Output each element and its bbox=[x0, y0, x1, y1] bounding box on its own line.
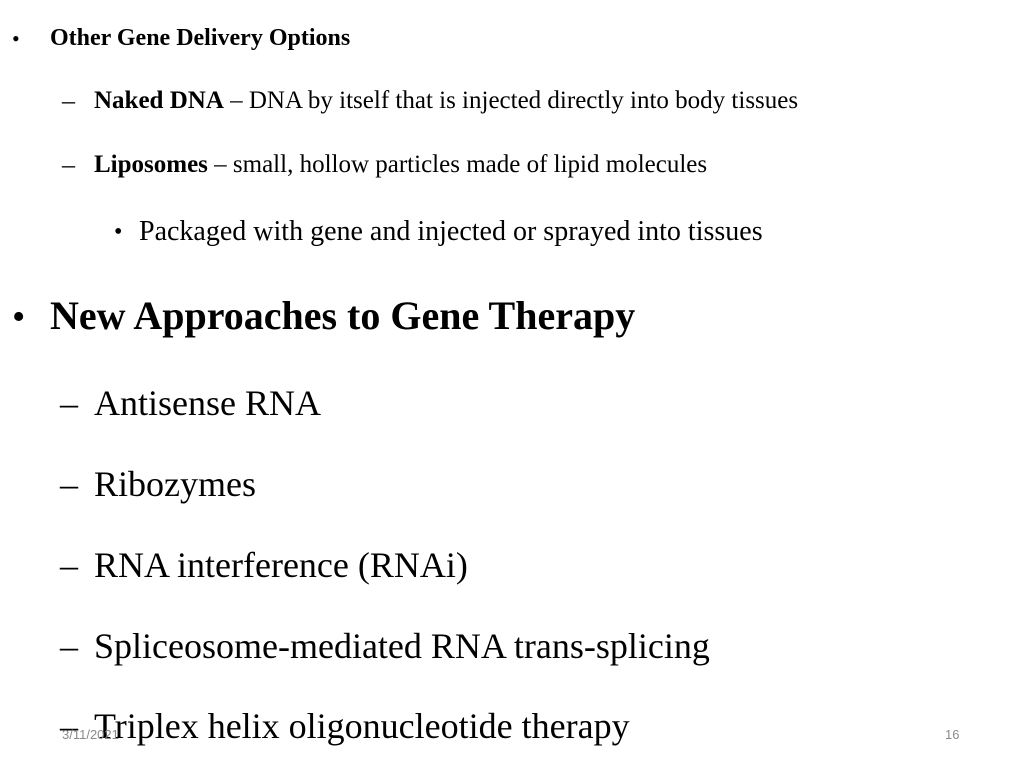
bullet-marker: • bbox=[12, 26, 20, 51]
item-text: Spliceosome-mediated RNA trans-splicing bbox=[94, 626, 710, 666]
item-text: Naked DNA – DNA by itself that is inject… bbox=[94, 88, 798, 113]
item-description: – small, hollow particles made of lipid … bbox=[207, 151, 708, 178]
dash-marker: – bbox=[62, 86, 75, 115]
section-heading: New Approaches to Gene Therapy bbox=[50, 293, 636, 338]
footer-page-number: 16 bbox=[945, 727, 960, 742]
dash-marker: – bbox=[60, 545, 78, 585]
bullet-marker: • bbox=[114, 219, 123, 245]
item-term: Liposomes bbox=[94, 151, 208, 178]
dash-marker: – bbox=[60, 464, 78, 504]
subitem-text: Packaged with gene and injected or spray… bbox=[139, 216, 763, 247]
item-text: Ribozymes bbox=[94, 464, 256, 504]
dash-marker: – bbox=[60, 383, 78, 423]
footer-date: 3/11/2021 bbox=[62, 727, 119, 742]
item-text: RNA interference (RNAi) bbox=[94, 545, 468, 585]
bullet-marker: • bbox=[12, 296, 26, 338]
section-heading: Other Gene Delivery Options bbox=[50, 25, 351, 51]
dash-marker: – bbox=[60, 626, 78, 666]
dash-marker: – bbox=[62, 150, 75, 179]
item-text: Antisense RNA bbox=[94, 383, 321, 423]
item-term: Naked DNA bbox=[94, 87, 224, 114]
item-description: – DNA by itself that is injected directl… bbox=[223, 87, 799, 114]
item-text: Liposomes – small, hollow particles made… bbox=[94, 152, 707, 177]
item-text: Triplex helix oligonucleotide therapy bbox=[94, 706, 630, 746]
dash-marker: – bbox=[60, 706, 78, 746]
